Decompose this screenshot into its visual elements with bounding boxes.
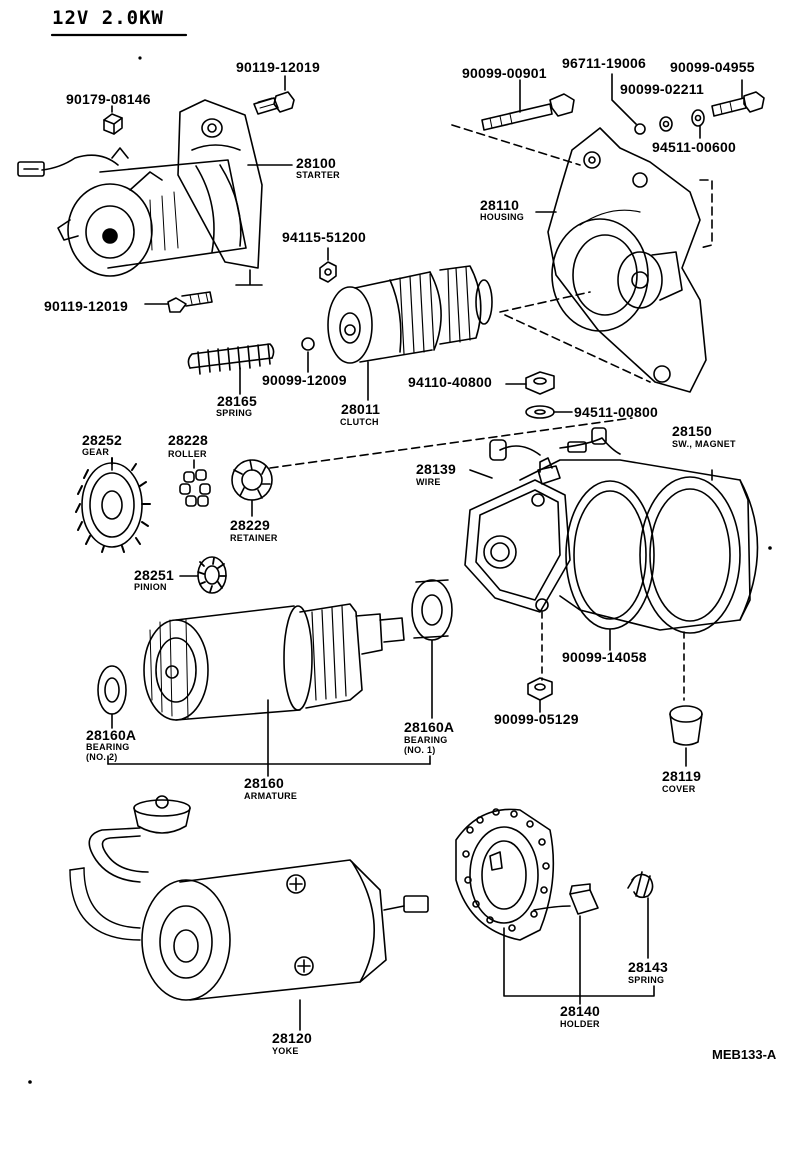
part-name: CLUTCH — [340, 418, 379, 427]
part-name: ROLLER — [168, 450, 207, 459]
part-number: 90099-02211 — [620, 82, 704, 96]
part-number: 90119-12019 — [44, 299, 128, 313]
part-number: 28120 — [272, 1031, 312, 1045]
starter-assembly-drawing — [18, 100, 262, 276]
gear-28252-drawing — [76, 458, 150, 552]
part-number: 94110-40800 — [408, 375, 492, 389]
part-number: 90099-00901 — [462, 66, 547, 80]
part-number: 28011 — [341, 402, 380, 416]
part-number: 90099-05129 — [494, 712, 579, 726]
guide-housing-right — [700, 180, 712, 248]
part-sub: (NO. 1) — [404, 746, 436, 755]
part-name: HOLDER — [560, 1020, 600, 1029]
washer-94511-00600-drawing — [692, 110, 704, 126]
part-number: 90119-12019 — [236, 60, 320, 74]
part-number: 94115-51200 — [282, 230, 366, 244]
bolt-90179-drawing — [104, 114, 122, 134]
nut-90099-05129-drawing — [528, 678, 552, 700]
holder-28140-drawing — [456, 809, 598, 940]
part-number: 28228 — [168, 433, 208, 447]
bearing-28160A-no2-drawing — [98, 666, 126, 714]
leader-28139 — [470, 470, 492, 478]
part-name: YOKE — [272, 1047, 299, 1056]
part-number: 28119 — [662, 769, 701, 783]
part-number: 28150 — [672, 424, 712, 438]
bolt-90099-04955-drawing — [712, 92, 764, 116]
part-name: COVER — [662, 785, 696, 794]
part-number: 28252 — [82, 433, 122, 447]
part-name: GEAR — [82, 448, 109, 457]
speck — [29, 1081, 31, 1083]
guide-housing-top — [452, 125, 580, 165]
washer-96711-drawing — [635, 124, 645, 134]
part-name: SPRING — [628, 976, 664, 985]
bolt-90099-00901-drawing — [482, 94, 574, 130]
part-number: 28110 — [480, 198, 519, 212]
part-name: ARMATURE — [244, 792, 297, 801]
diagram-code: MEB133-A — [712, 1048, 776, 1061]
pinion-28251-drawing — [198, 557, 226, 593]
spring-28165-drawing — [188, 344, 273, 374]
washer-90099-02211-drawing — [660, 117, 672, 131]
part-number: 28160A — [404, 720, 454, 734]
part-number: 28165 — [217, 394, 257, 408]
housing-28110-drawing — [548, 128, 706, 392]
part-number: 90099-04955 — [670, 60, 755, 74]
part-number: 90099-12009 — [262, 373, 347, 387]
part-number: 28160A — [86, 728, 136, 742]
part-number: 28143 — [628, 960, 668, 974]
part-number: 28139 — [416, 462, 456, 476]
starter-mount-line — [236, 270, 262, 285]
part-number: 28140 — [560, 1004, 600, 1018]
part-name: WIRE — [416, 478, 441, 487]
part-number: 94511-00600 — [652, 140, 736, 154]
cover-28119-drawing — [670, 706, 702, 745]
washer-94511-00800-drawing — [526, 406, 554, 418]
part-number: 90179-08146 — [66, 92, 151, 106]
armature-28160-drawing — [144, 604, 404, 720]
part-number: 28251 — [134, 568, 174, 582]
magnet-switch-28150-drawing — [465, 428, 758, 633]
part-number: 96711-19006 — [562, 56, 646, 70]
part-number: 28229 — [230, 518, 270, 532]
yoke-28120-drawing — [70, 796, 428, 1000]
part-name: BEARING — [404, 736, 448, 745]
part-sub: (NO. 2) — [86, 753, 118, 762]
part-name: STARTER — [296, 171, 340, 180]
part-number: 90099-14058 — [562, 650, 647, 664]
speck — [769, 547, 771, 549]
part-name: PINION — [134, 583, 167, 592]
part-name: SPRING — [216, 409, 252, 418]
part-name: HOUSING — [480, 213, 524, 222]
part-name: BEARING — [86, 743, 130, 752]
bolt-90119-low-drawing — [168, 292, 212, 312]
part-number: 94511-00800 — [574, 405, 658, 419]
nut-94115-drawing — [320, 262, 336, 282]
bearing-28160A-no1-drawing — [412, 580, 452, 640]
part-number: 28100 — [296, 156, 336, 170]
part-number: 28160 — [244, 776, 284, 790]
part-name: SW., MAGNET — [672, 440, 736, 449]
part-name: RETAINER — [230, 534, 278, 543]
nut-94110-drawing — [526, 372, 554, 394]
clutch-28011-drawing — [328, 266, 492, 363]
roller-28228-drawing — [180, 470, 210, 506]
speck — [139, 57, 141, 59]
bolt-90119-top-drawing — [254, 92, 294, 114]
spring-28143-drawing — [628, 872, 653, 897]
ball-90099-12009-drawing — [302, 338, 314, 350]
retainer-28229-drawing — [232, 460, 272, 500]
diagram-title: 12V 2.0KW — [52, 9, 164, 28]
